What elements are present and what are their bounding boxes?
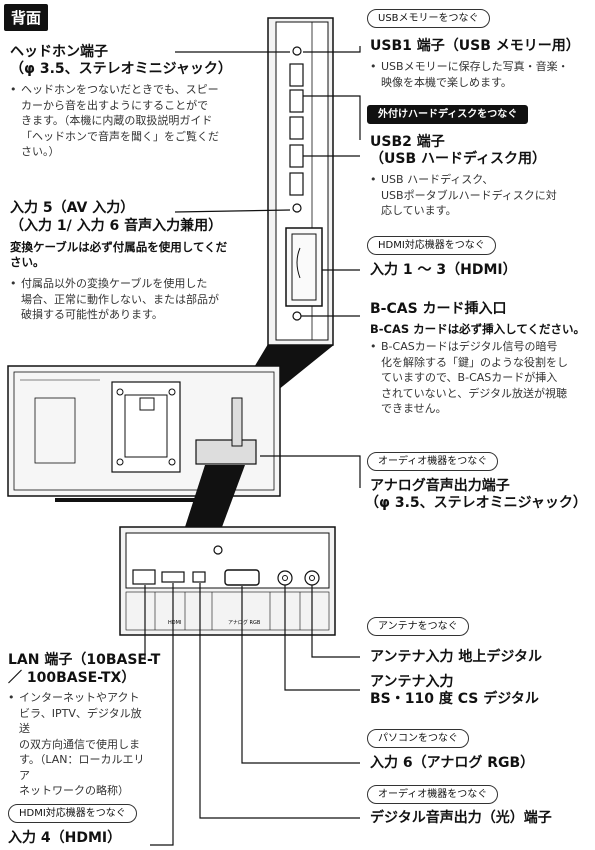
lan-bullet: •インターネットやアクト ビラ、IPTV、デジタル放送 の双方向通信で使用しま … <box>8 691 145 797</box>
rgb-panel-label: アナログ RGB <box>228 619 261 626</box>
input5-bullet: •付属品以外の変換ケーブルを使用した 場合、正常に動作しない、または部品が 破損… <box>10 277 219 321</box>
usb1-pill: USBメモリーをつなぐ <box>367 9 490 28</box>
input6-title: 入力 6（アナログ RGB） <box>370 755 535 771</box>
optical-title: デジタル音声出力（光）端子 <box>370 810 552 826</box>
hdmi13-title: 入力 1 ～ 3（HDMI） <box>370 262 517 278</box>
input4-title: 入力 4（HDMI） <box>8 830 122 846</box>
analog-audio-title: アナログ音声出力端子 <box>370 478 510 494</box>
input5-subtitle: （入力 1/ 入力 6 音声入力兼用） <box>10 218 223 234</box>
usb2-pill: 外付けハードディスクをつなぐ <box>367 105 529 124</box>
usb1-bullet: •USBメモリーに保存した写真・音楽・ 映像を本機で楽しめます。 <box>370 60 569 89</box>
bcas-title: B-CAS カード挿入口 <box>370 301 507 317</box>
antenna-bs-title: アンテナ入力 <box>370 674 454 690</box>
usb2-bullet: •USB ハードディスク、 USBポータブルハードディスクに対 応しています。 <box>370 173 557 217</box>
lan-subtitle: ／ 100BASE-TX） <box>8 670 136 686</box>
optical-pill: オーディオ機器をつなぐ <box>367 785 499 804</box>
hdmi-panel-label: HDMI <box>168 620 181 626</box>
usb2-title: USB2 端子 <box>370 134 445 150</box>
headphone-bullet: •ヘッドホンをつないだときでも、スピー カーから音を出すようにすることがで きま… <box>10 83 219 158</box>
input5-title: 入力 5（AV 入力） <box>10 200 135 216</box>
analog-audio-pill: オーディオ機器をつなぐ <box>367 452 499 471</box>
input5-note: 変換ケーブルは必ず付属品を使用してくだ さい。 <box>10 240 228 269</box>
bcas-bullet: •B-CASカードはデジタル信号の暗号 化を解除する「鍵」のような役割をし てい… <box>370 340 568 415</box>
usb2-subtitle: （USB ハードディスク用） <box>370 151 547 167</box>
hdmi13-pill: HDMI対応機器をつなぐ <box>367 236 496 255</box>
input4-pill: HDMI対応機器をつなぐ <box>8 804 137 823</box>
antenna-pill: アンテナをつなぐ <box>367 617 469 636</box>
section-badge: 背面 <box>4 4 49 31</box>
antenna-terrestrial-title: アンテナ入力 地上デジタル <box>370 649 543 665</box>
antenna-bs-subtitle: BS・110 度 CS デジタル <box>370 691 539 707</box>
headphone-subtitle: （φ 3.5、ステレオミニジャック） <box>10 61 232 77</box>
input6-pill: パソコンをつなぐ <box>367 729 469 748</box>
bcas-note: B-CAS カードは必ず挿入してください。 <box>370 322 585 336</box>
headphone-title: ヘッドホン端子 <box>10 44 108 60</box>
analog-audio-subtitle: （φ 3.5、ステレオミニジャック） <box>365 495 587 511</box>
usb1-title: USB1 端子（USB メモリー用） <box>370 38 580 54</box>
lan-title: LAN 端子（10BASE-T <box>8 652 161 668</box>
